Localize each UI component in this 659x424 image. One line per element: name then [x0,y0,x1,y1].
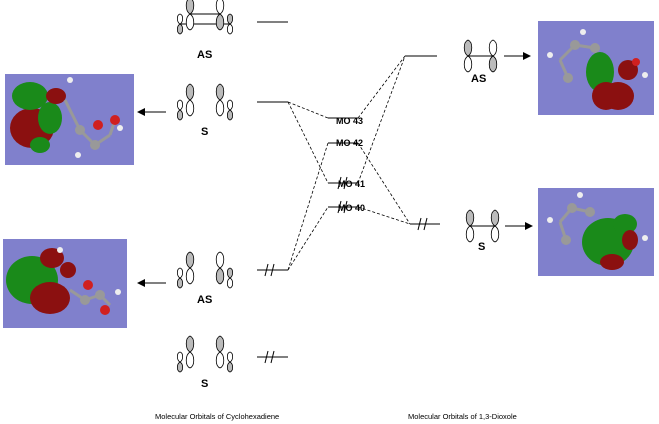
render-diene-s-high [5,74,134,165]
mo43-level: MO 43 [328,116,363,126]
diene-orbital-s-low: S [176,335,234,390]
mo42-label: MO 42 [336,138,363,148]
render-dioxole-as [538,21,654,115]
diene-as-low-symmetry: AS [197,294,212,306]
dioxole-orbital-s: S [465,209,500,253]
mo42-level: MO 42 [328,138,363,148]
mo41-level: MO 41 [328,176,365,190]
diene-orbital-s-high: S [176,83,234,138]
diene-s-low-symmetry: S [201,378,208,390]
caption-cyclohexadiene: Molecular Orbitals of Cyclohexadiene [155,412,279,421]
render-diene-as-low [3,239,127,328]
correlation-lines [287,55,411,271]
dioxole-s-symmetry: S [478,241,485,253]
diene-orbital-as-low: AS [176,251,234,306]
dioxole-orbital-as: AS [463,39,498,85]
dioxole-as-symmetry: AS [471,73,486,85]
diene-as-high-symmetry: AS [197,49,212,61]
dioxole-s-level [410,217,440,231]
mo40-level: MO 40 [328,200,365,214]
render-dioxole-s [538,188,654,276]
mo41-label: MO 41 [338,179,365,189]
mo43-label: MO 43 [336,116,363,126]
mo40-label: MO 40 [338,203,365,213]
diene-s-high-symmetry: S [201,126,208,138]
caption-dioxole: Molecular Orbitals of 1,3-Dioxole [408,412,517,421]
diene-s-low-level [257,350,288,364]
diene-as-low-level [257,263,288,277]
diene-orbital-as-high: AS [176,0,234,61]
